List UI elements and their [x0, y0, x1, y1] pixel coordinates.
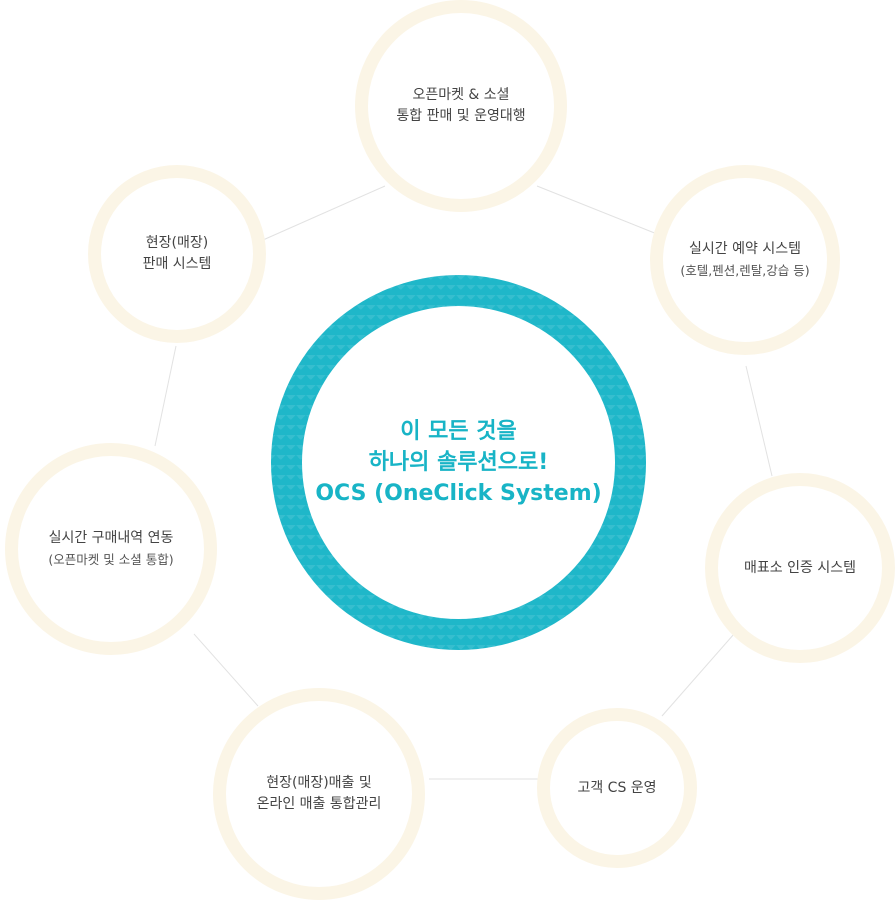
center-line2: 하나의 솔루션으로! [368, 450, 549, 475]
connector-line [536, 185, 673, 241]
center-circle: 이 모든 것을 하나의 솔루션으로! OCS (OneClick System) [271, 275, 646, 650]
node-sales-integration-line2: 온라인 매출 통합관리 [256, 796, 382, 812]
node-cs: 고객 CS 운영 [537, 708, 697, 868]
node-reservation: 실시간 예약 시스템 (호텔,펜션,렌탈,강습 등) [650, 165, 840, 355]
connector-line [193, 633, 259, 707]
node-reservation-line1: 실시간 예약 시스템 [689, 241, 801, 257]
node-onsite-sales: 현장(매장) 판매 시스템 [88, 165, 266, 343]
node-ticket-auth-line1: 매표소 인증 시스템 [744, 559, 856, 576]
node-purchase-sync-line2: (오픈마켓 및 소셜 통합) [48, 552, 174, 567]
node-open-market: 오픈마켓 & 소셜 통합 판매 및 운영대행 [355, 0, 567, 212]
center-line1: 이 모든 것을 [400, 419, 517, 444]
node-sales-integration: 현장(매장)매출 및 온라인 매출 통합관리 [213, 688, 425, 900]
node-ticket-auth: 매표소 인증 시스템 [705, 473, 895, 663]
center-line3: OCS (OneClick System) [315, 481, 602, 506]
node-purchase-sync-line1: 실시간 구매내역 연동 [48, 530, 174, 546]
connector-line [262, 185, 386, 241]
connector-line [661, 633, 735, 717]
node-cs-line1: 고객 CS 운영 [577, 779, 657, 796]
center-text-block: 이 모든 것을 하나의 솔루션으로! OCS (OneClick System) [302, 306, 615, 619]
node-open-market-line2: 통합 판매 및 운영대행 [396, 108, 526, 124]
node-reservation-line2: (호텔,펜션,렌탈,강습 등) [680, 263, 810, 278]
node-purchase-sync: 실시간 구매내역 연동 (오픈마켓 및 소셜 통합) [5, 443, 217, 655]
node-open-market-line1: 오픈마켓 & 소셜 [412, 87, 510, 103]
node-sales-integration-line1: 현장(매장)매출 및 [266, 775, 372, 791]
connector-line [154, 345, 177, 447]
node-onsite-sales-line2: 판매 시스템 [142, 256, 212, 272]
connector-line [745, 365, 773, 477]
node-onsite-sales-line1: 현장(매장) [145, 235, 209, 251]
